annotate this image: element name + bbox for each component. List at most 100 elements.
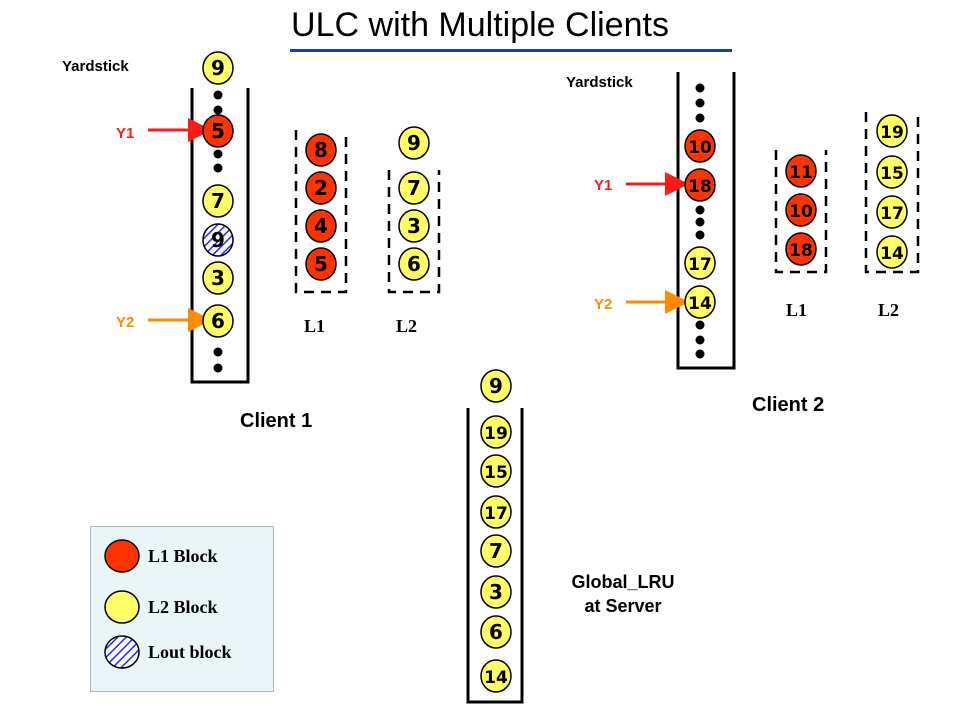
server-list-block-circle	[480, 454, 512, 488]
client1-l2-block-number: 6	[407, 252, 421, 276]
client2-l2-block: 19	[876, 114, 908, 148]
client1-yardstick-block-circle	[202, 223, 234, 257]
client1-l2-block-circle	[398, 247, 430, 281]
client2-l2-block-circle	[876, 114, 908, 148]
client2-l2-block: 14	[876, 235, 908, 269]
title-underline	[290, 49, 732, 52]
dot	[213, 105, 223, 115]
legend-swatches	[104, 539, 140, 669]
client1-l1-box	[294, 130, 348, 294]
dot	[695, 113, 705, 123]
client1-yardstick-block-number: 5	[211, 119, 225, 143]
server-list-block: 15	[480, 454, 512, 488]
client1-y2-label: Y2	[116, 314, 135, 331]
client1-l2-block-number: 7	[407, 176, 421, 200]
server-label-line1: Global_LRU	[571, 572, 675, 592]
client2-yardstick-block-number: 14	[688, 294, 712, 314]
client1-yardstick-block-number: 9	[211, 228, 225, 252]
server-label-line2: at Server	[584, 596, 662, 616]
client1-l1-block-number: 8	[314, 138, 328, 162]
client1-l2-block: 6	[398, 247, 430, 281]
client1-yardstick-block: 9	[202, 51, 234, 85]
client2-l2-block-number: 17	[880, 204, 904, 224]
client1-yardstick-block: 3	[202, 261, 234, 295]
dot	[213, 163, 223, 173]
server-list-block: 6	[480, 615, 512, 649]
client1-yardstick-block: 6	[202, 304, 234, 338]
client2-yardstick-block-number: 10	[688, 138, 712, 158]
client1-yardstick-block: 5	[202, 114, 234, 148]
dot	[695, 205, 705, 215]
legend-lout-swatch	[104, 635, 140, 669]
client1-l1-label: L1	[304, 316, 326, 336]
client1-yardstick-block-circle	[202, 184, 234, 218]
legend-l2-text: L2 Block	[148, 597, 218, 617]
client1-l2-block-circle	[398, 126, 430, 160]
server-list-block-circle	[480, 575, 512, 609]
client2-l2-block-circle	[876, 235, 908, 269]
client1-l1-block-number: 5	[314, 252, 328, 276]
client2-l2-box	[864, 112, 920, 274]
client2-y2-label: Y2	[594, 296, 613, 313]
client2-l2-block-number: 19	[880, 123, 904, 143]
client2-yardstick-block-circle	[684, 129, 716, 163]
client1-l2-block: 7	[398, 171, 430, 205]
client2-yardstick-block-number: 17	[688, 255, 712, 275]
legend-l1-swatch	[104, 539, 140, 573]
client1-yardstick-block-circle	[202, 304, 234, 338]
server-list-block-circle	[480, 369, 512, 403]
legend-l2-swatch	[104, 590, 140, 624]
client1-l2-box	[387, 170, 441, 294]
dot	[695, 335, 705, 345]
client1-l2-block-circle	[398, 209, 430, 243]
server-list-block: 3	[480, 575, 512, 609]
client2-yardstick-bar	[676, 72, 736, 370]
client1-l1-block: 2	[305, 171, 337, 205]
client1-yardstick-block-number: 3	[211, 266, 225, 290]
client1-l1-block: 5	[305, 247, 337, 281]
client1-yardstick-block-circle	[202, 261, 234, 295]
legend-l1-text: L1 Block	[148, 546, 218, 566]
client2-l1-label: L1	[786, 300, 808, 320]
server-list-block-number: 7	[489, 539, 503, 563]
client2-label: Client 2	[752, 394, 825, 416]
client2-l2-block-number: 14	[880, 244, 904, 264]
server-list-block-number: 15	[484, 463, 508, 483]
client2-l2-label: L2	[878, 300, 900, 320]
server-list-block-circle	[480, 615, 512, 649]
server-list-block-number: 3	[489, 580, 503, 604]
client2-yardstick-block: 17	[684, 246, 716, 280]
client1-l2-block-number: 9	[407, 131, 421, 155]
client2-yardstick-block: 10	[684, 129, 716, 163]
dot	[695, 230, 705, 240]
dot	[213, 363, 223, 373]
legend: L1 Block L2 Block Lout block	[90, 526, 274, 692]
server-list-block: 19	[480, 415, 512, 449]
client1-y1-label: Y1	[116, 125, 135, 142]
client2-l1-block-number: 18	[789, 241, 813, 261]
dot	[695, 217, 705, 227]
client1-yardstick-block: 9	[202, 223, 234, 257]
client2-l1-block-number: 11	[789, 163, 813, 183]
client2-l2-block: 17	[876, 195, 908, 229]
client1-l2-block-number: 3	[407, 214, 421, 238]
dot	[695, 320, 705, 330]
legend-lout-text: Lout block	[148, 642, 232, 662]
client1-l2-block: 3	[398, 209, 430, 243]
client1-l1-block-circle	[305, 247, 337, 281]
client2-l2-block-number: 15	[880, 164, 904, 184]
client2-l1-block-number: 10	[789, 202, 813, 222]
client1-label: Client 1	[240, 410, 313, 432]
server-list-bar	[466, 408, 524, 704]
client1-l2-block-circle	[398, 171, 430, 205]
client1-yardstick-block-circle	[202, 51, 234, 85]
client2-l2-block-circle	[876, 155, 908, 189]
client2-l1-block: 11	[785, 154, 817, 188]
client1-l1-block: 8	[305, 133, 337, 167]
dot	[213, 347, 223, 357]
client2-yardstick-block: 14	[684, 285, 716, 319]
ellipsis-dots	[213, 83, 705, 373]
server-label: Global_LRU at Server	[548, 570, 698, 618]
server-list-block: 7	[480, 534, 512, 568]
